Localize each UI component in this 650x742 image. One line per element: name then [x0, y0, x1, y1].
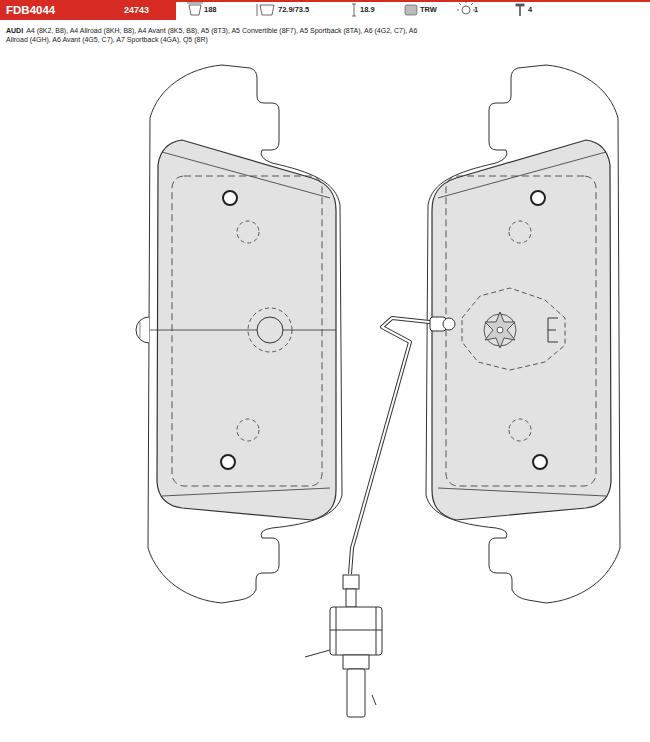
part-number-band: FDB4044 24743: [0, 0, 176, 20]
sensor-clip: [430, 317, 455, 331]
vehicle-models: A4 (8K2, B8), A4 Allroad (8KH, B8), A4 A…: [6, 27, 417, 43]
caliper-icon: [405, 5, 417, 15]
vehicle-list: AUDIA4 (8K2, B8), A4 Allroad (8KH, B8), …: [6, 26, 436, 44]
vehicle-make: AUDI: [6, 27, 23, 34]
brake-pad-left: [148, 65, 342, 603]
reference-number: 24743: [124, 5, 149, 15]
wear-sensor-mount: [462, 288, 565, 370]
pad-thickness-value: 18.9: [360, 5, 375, 14]
centre-hole: [257, 317, 283, 343]
centre-hole: [248, 308, 292, 352]
width-icon: [187, 3, 203, 15]
brake-pad-right: [426, 65, 620, 603]
sensor-wire: [350, 318, 448, 574]
pad-width-value: 188: [204, 5, 217, 14]
wear-sensor-count: 1: [474, 5, 478, 14]
thickness-icon: [352, 4, 356, 16]
height-icon: [257, 4, 274, 16]
centre-line: [150, 330, 336, 331]
pad-height-value: 72.9/73.5: [278, 5, 309, 14]
part-number: FDB4044: [6, 4, 55, 16]
sensor-connector: [305, 575, 382, 717]
wear-sensor-icon: [457, 1, 475, 14]
caliper-system: TRW: [420, 5, 437, 14]
screw-count: 4: [528, 5, 532, 14]
centre-bump: [136, 317, 149, 343]
screw-icon: [516, 4, 524, 16]
header-rule: [176, 0, 650, 2]
